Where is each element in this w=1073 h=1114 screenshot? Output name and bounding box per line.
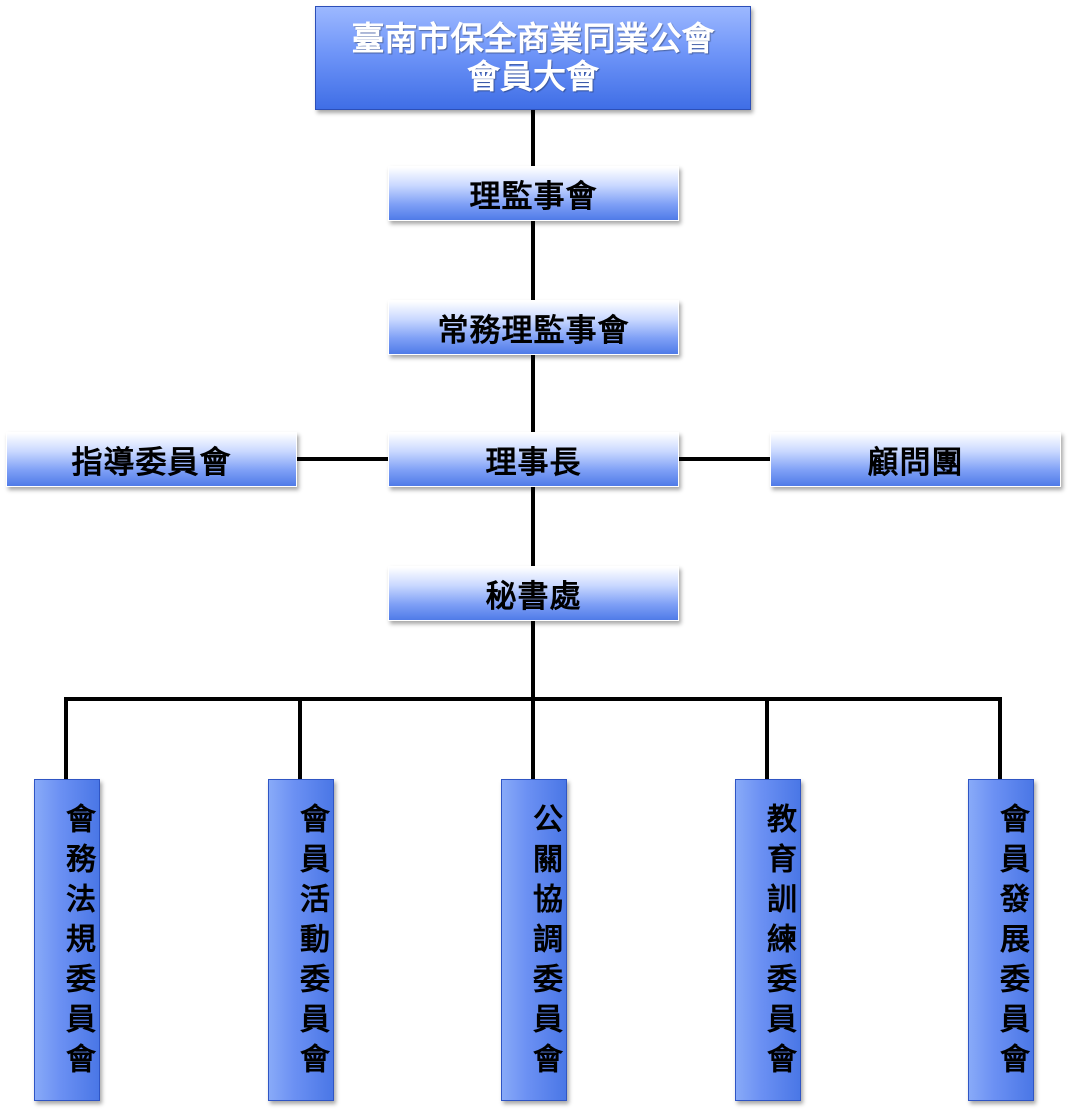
general-assembly-title: 臺南市保全商業同業公會: [351, 19, 715, 59]
committee-education-training: 教育訓練委員會: [735, 779, 801, 1101]
board-box: 理監事會: [388, 166, 679, 221]
committee-member-development: 會員發展委員會: [968, 779, 1034, 1101]
committee-public-relations: 公關協調委員會: [501, 779, 567, 1101]
committee-member-activities: 會員活動委員會: [268, 779, 334, 1101]
guidance-committee-box: 指導委員會: [6, 432, 297, 487]
secretariat-box: 秘書處: [388, 566, 679, 621]
general-assembly-box: 臺南市保全商業同業公會 會員大會: [315, 6, 751, 110]
chairman-box: 理事長: [388, 432, 679, 487]
committee-legal-affairs: 會務法規委員會: [34, 779, 100, 1101]
standing-board-box: 常務理監事會: [388, 300, 679, 355]
advisory-group-box: 顧問團: [770, 432, 1061, 487]
general-assembly-subtitle: 會員大會: [467, 57, 599, 96]
